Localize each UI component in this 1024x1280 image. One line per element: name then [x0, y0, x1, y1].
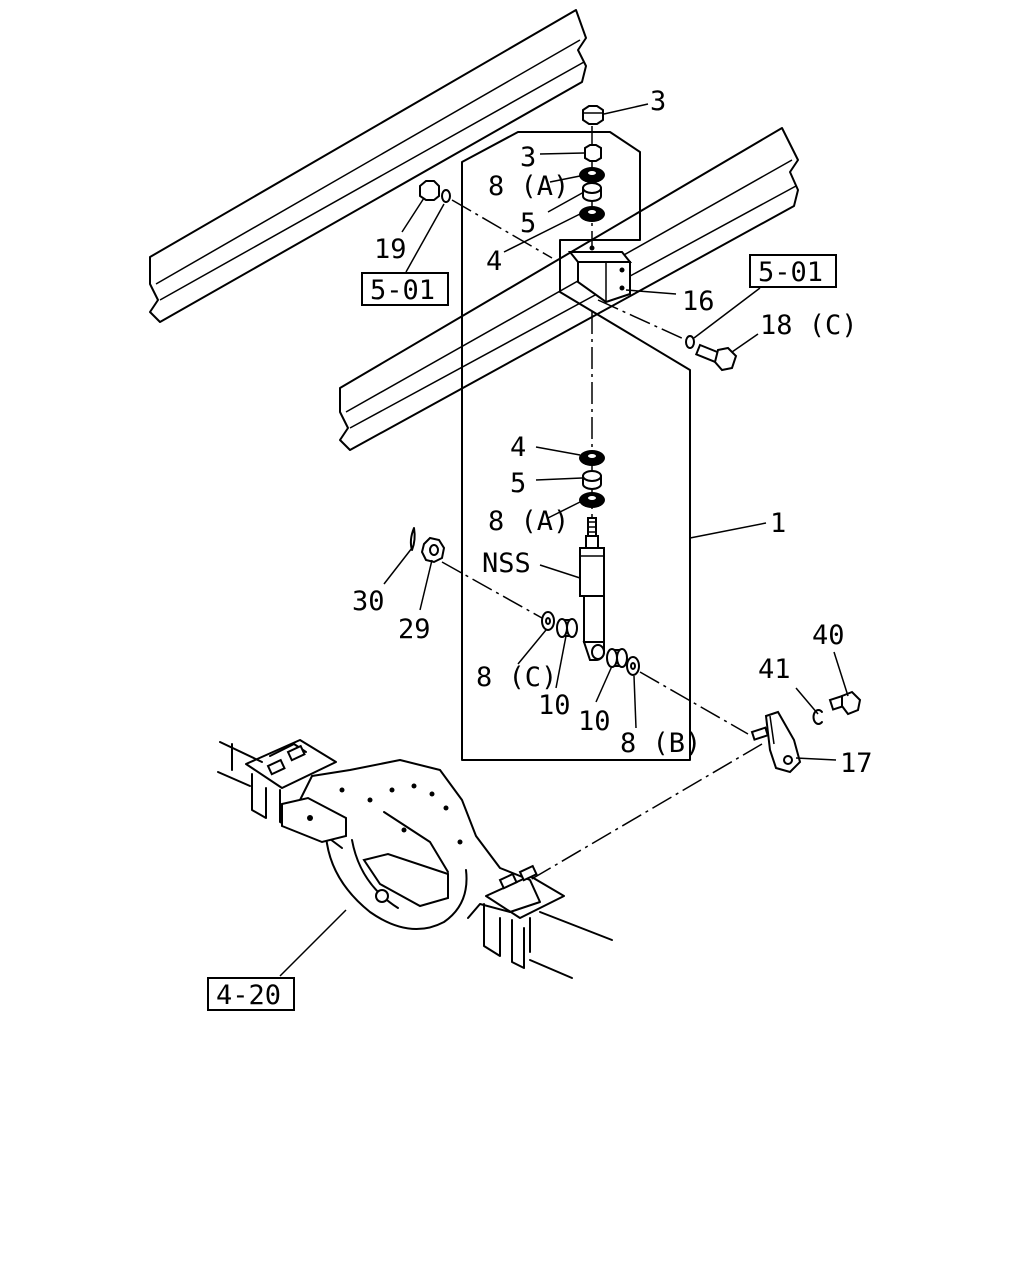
- bush-5-top: [582, 182, 602, 202]
- nut-29: [420, 536, 446, 564]
- washer-8a-top: [579, 167, 605, 183]
- label-part-1: 1: [770, 508, 786, 539]
- washer-8a-mid: [579, 492, 605, 508]
- label-part-8b: 8 (B): [620, 728, 701, 759]
- bush-5-mid: [582, 470, 602, 490]
- bracket-16: [567, 245, 633, 304]
- reference-box-left: 5-01: [361, 272, 449, 306]
- leader-lines: [279, 103, 849, 977]
- assembly-outline: [461, 131, 691, 761]
- label-part-19: 19: [374, 234, 407, 265]
- reference-box-right: 5-01: [749, 254, 837, 288]
- washer-4-top: [579, 206, 605, 222]
- label-part-10-left: 10: [538, 690, 571, 721]
- washer-8b: [626, 656, 640, 676]
- bush-10-left: [556, 618, 578, 638]
- label-part-8a-mid: 8 (A): [488, 506, 569, 537]
- frame-rail-lower: [339, 127, 799, 451]
- cotter-pin-30: [409, 527, 416, 551]
- reference-axle-text: 4-20: [216, 980, 281, 1011]
- bush-10-right: [606, 648, 628, 668]
- label-part-8a-top: 8 (A): [488, 171, 569, 202]
- label-part-5-top: 5: [520, 208, 536, 239]
- label-part-30: 30: [352, 586, 385, 617]
- label-part-5-mid: 5: [510, 468, 526, 499]
- label-part-16: 16: [682, 286, 715, 317]
- label-part-10-right: 10: [578, 706, 611, 737]
- washer-8c: [541, 611, 555, 631]
- part-labels: 3 3 8 (A) 5 4 16 19 18 (C) 4 5 8 (A) 1 N…: [352, 86, 873, 779]
- label-part-18c: 18 (C): [760, 310, 858, 341]
- shock-absorber: [579, 517, 605, 661]
- nut-3-top: [582, 105, 604, 125]
- label-part-40: 40: [812, 620, 845, 651]
- label-part-4-top: 4: [486, 246, 502, 277]
- label-nss: NSS: [482, 548, 531, 579]
- nut-19: [419, 180, 451, 203]
- label-part-8c: 8 (C): [476, 662, 557, 693]
- reference-box-axle: 4-20: [207, 977, 295, 1011]
- nut-3-lower: [584, 144, 602, 162]
- reference-left-text: 5-01: [370, 275, 435, 306]
- washer-4-mid: [579, 450, 605, 466]
- bolt-40: [828, 690, 862, 716]
- washer-41: [812, 709, 823, 725]
- reference-right-text: 5-01: [758, 257, 823, 288]
- rear-axle-housing: [217, 739, 613, 979]
- label-part-29: 29: [398, 614, 431, 645]
- label-part-17: 17: [840, 748, 873, 779]
- label-part-41: 41: [758, 654, 791, 685]
- label-part-4-mid: 4: [510, 432, 526, 463]
- label-part-3-top: 3: [650, 86, 666, 117]
- label-part-3-lower: 3: [520, 142, 536, 173]
- bolt-18c: [685, 335, 738, 372]
- bracket-17: [750, 710, 802, 774]
- frame-rail-upper: [149, 9, 587, 323]
